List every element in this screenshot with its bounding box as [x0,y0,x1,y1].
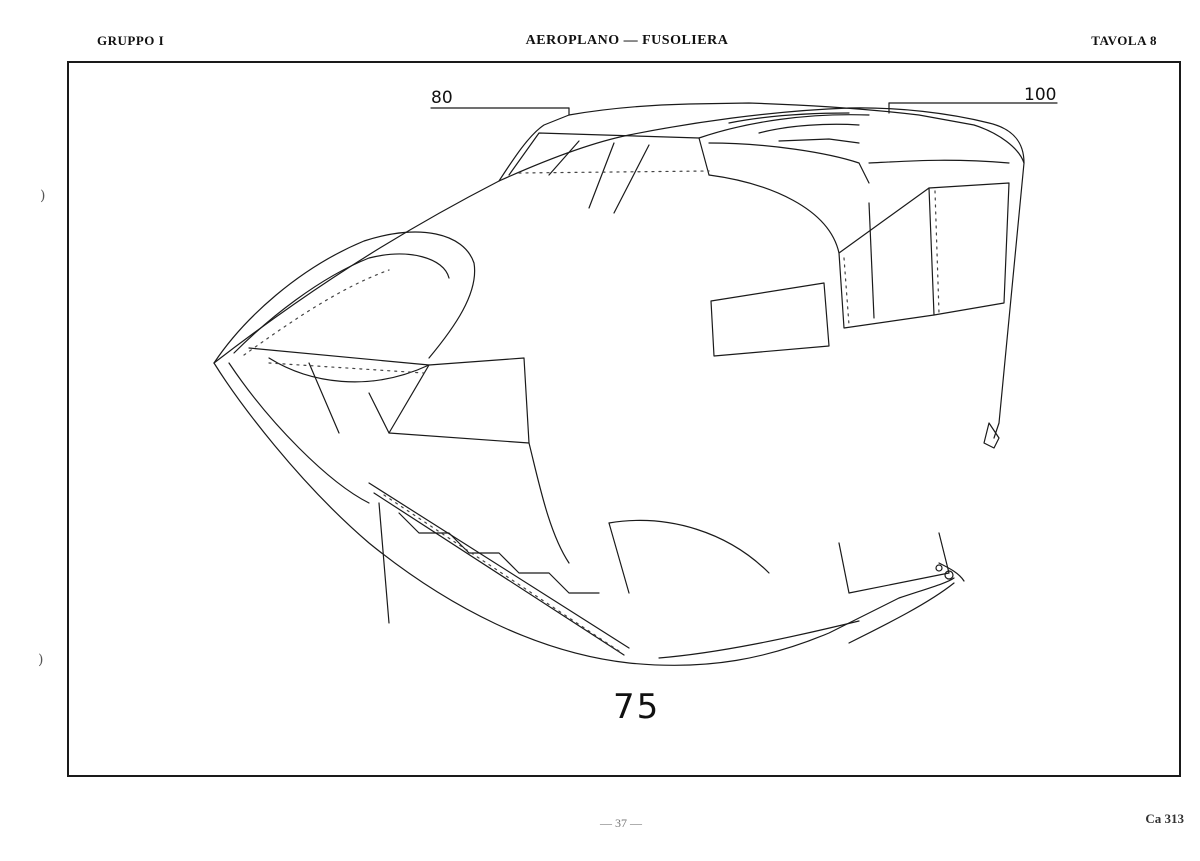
drawing-frame: 80 100 75 [67,61,1181,777]
fuselage-outline [213,107,1025,666]
canopy [498,102,1025,254]
callout-leaders [430,102,1058,116]
callout-80: 80 [431,88,453,108]
callout-100: 100 [1024,85,1057,105]
header-title: AEROPLANO — FUSOLIERA [525,33,729,48]
header-plate-number: TAVOLA 8 [1091,33,1157,48]
rivet-lines [243,170,940,652]
margin-mark-top: ) [40,188,46,204]
page-number: — 37 — [600,816,642,830]
margin-mark-bottom: ) [38,652,44,668]
model-designation: Ca 313 [1145,811,1184,826]
nose-frame [213,231,530,504]
fuselage-drawing [213,102,1058,666]
header-group-label: GRUPPO I [97,33,165,48]
belly-frame [368,422,1000,656]
callout-75: 75 [613,687,661,727]
side-windows [710,182,1010,357]
